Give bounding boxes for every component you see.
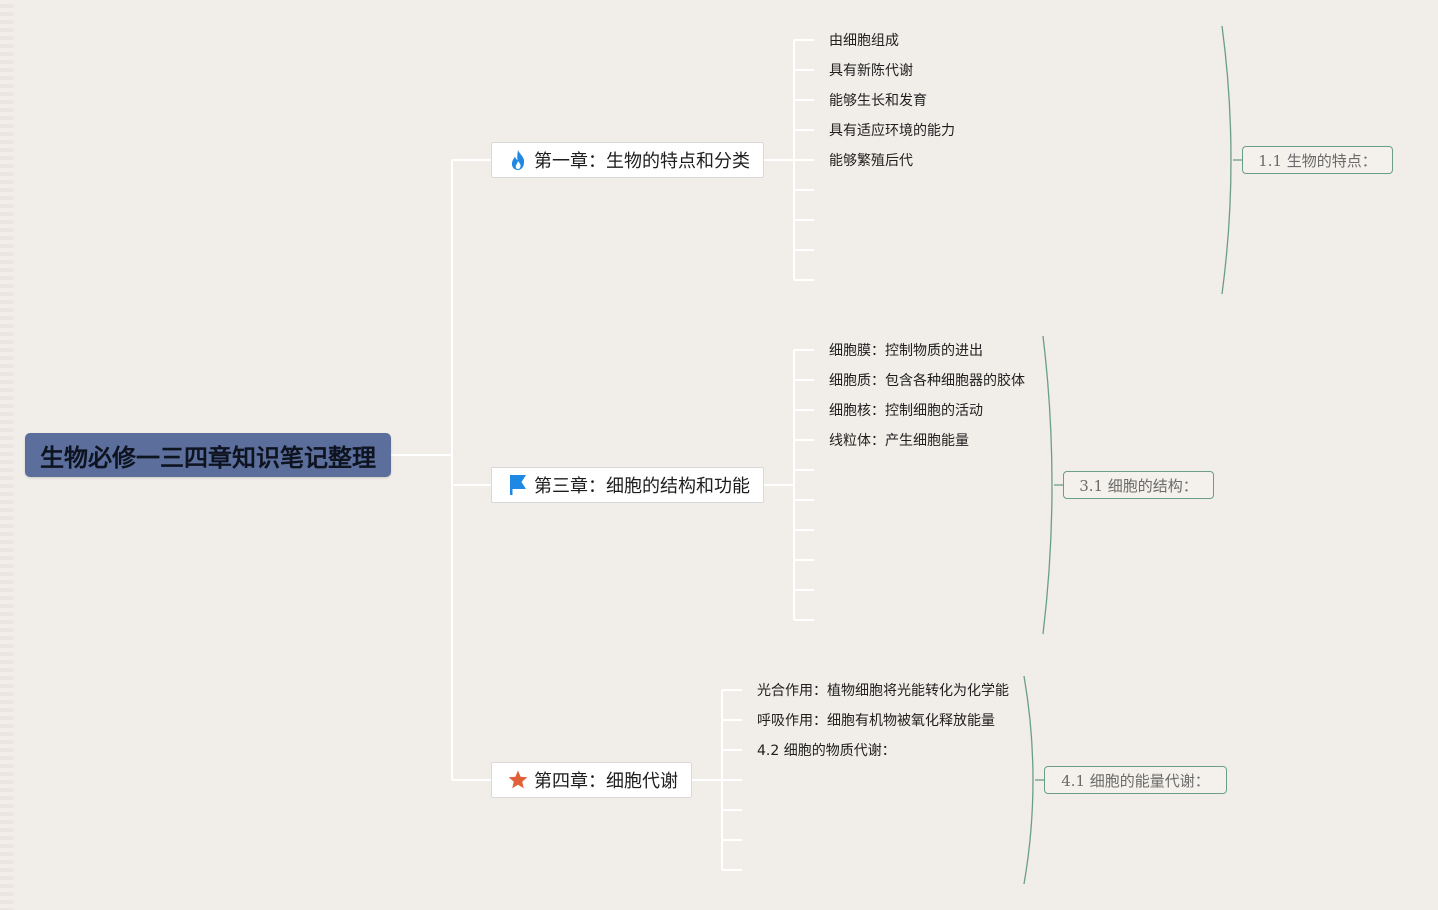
chapter-3-topic[interactable]: 第三章：细胞的结构和功能 [491, 467, 764, 503]
summary-brace-3 [1042, 335, 1053, 635]
summary-label: 1.1 生物的特点： [1258, 151, 1377, 170]
summary-3-1[interactable]: 3.1 细胞的结构： [1063, 471, 1214, 499]
star-icon [508, 770, 528, 789]
flag-icon [510, 475, 526, 495]
summary-label: 3.1 细胞的结构： [1079, 476, 1198, 495]
summary-label: 4.1 细胞的能量代谢： [1061, 771, 1210, 790]
list-item[interactable]: 具有适应环境的能力 [829, 123, 955, 139]
list-item[interactable]: 细胞质：包含各种细胞器的胶体 [829, 373, 1025, 389]
root-topic[interactable]: 生物必修一三四章知识笔记整理 [25, 433, 391, 477]
chapter-3-title: 第三章：细胞的结构和功能 [534, 476, 750, 497]
summary-1-1[interactable]: 1.1 生物的特点： [1242, 146, 1393, 174]
chapter-4-topic[interactable]: 第四章：细胞代谢 [491, 762, 692, 798]
summary-brace-4 [1023, 675, 1034, 885]
chapter-4-title: 第四章：细胞代谢 [534, 771, 678, 792]
list-item[interactable]: 呼吸作用：细胞有机物被氧化释放能量 [757, 713, 995, 729]
list-item[interactable]: 细胞核：控制细胞的活动 [829, 403, 983, 419]
chapter-1-topic[interactable]: 第一章：生物的特点和分类 [491, 142, 764, 178]
list-item[interactable]: 能够生长和发育 [829, 93, 927, 109]
list-item[interactable]: 能够繁殖后代 [829, 153, 913, 169]
list-item[interactable]: 4.2 细胞的物质代谢： [757, 743, 896, 759]
list-item[interactable]: 由细胞组成 [829, 33, 899, 49]
list-item[interactable]: 光合作用：植物细胞将光能转化为化学能 [757, 683, 1009, 699]
root-title: 生物必修一三四章知识笔记整理 [40, 443, 376, 472]
chapter-1-title: 第一章：生物的特点和分类 [534, 151, 750, 172]
list-item[interactable]: 细胞膜：控制物质的进出 [829, 343, 983, 359]
summary-4-1[interactable]: 4.1 细胞的能量代谢： [1044, 766, 1227, 794]
flame-icon [511, 150, 525, 170]
list-item[interactable]: 线粒体：产生细胞能量 [829, 433, 969, 449]
summary-brace-1 [1221, 25, 1232, 295]
list-item[interactable]: 具有新陈代谢 [829, 63, 913, 79]
edge-strip [0, 0, 14, 910]
